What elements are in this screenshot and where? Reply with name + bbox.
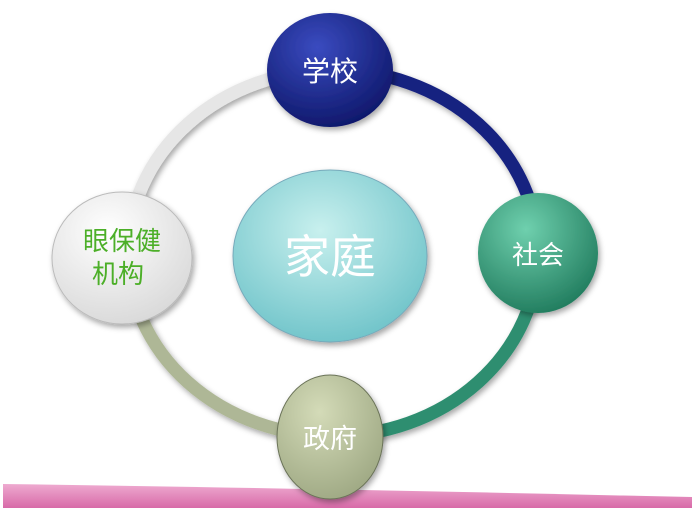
node-eyecare-label-line2: 机构 [92,260,144,290]
node-government-label: 政府 [303,424,357,455]
node-society: 社会 [478,193,598,313]
node-government: 政府 [276,374,384,500]
node-society-label: 社会 [512,241,564,271]
center-label: 家庭 [284,230,376,284]
node-eyecare-institution: 眼保健 机构 [51,191,193,325]
node-school: 学校 [267,13,393,127]
center-node-family: 家庭 [232,169,428,343]
node-eyecare-label-line1: 眼保健 [83,227,161,257]
node-school-label: 学校 [302,55,358,88]
